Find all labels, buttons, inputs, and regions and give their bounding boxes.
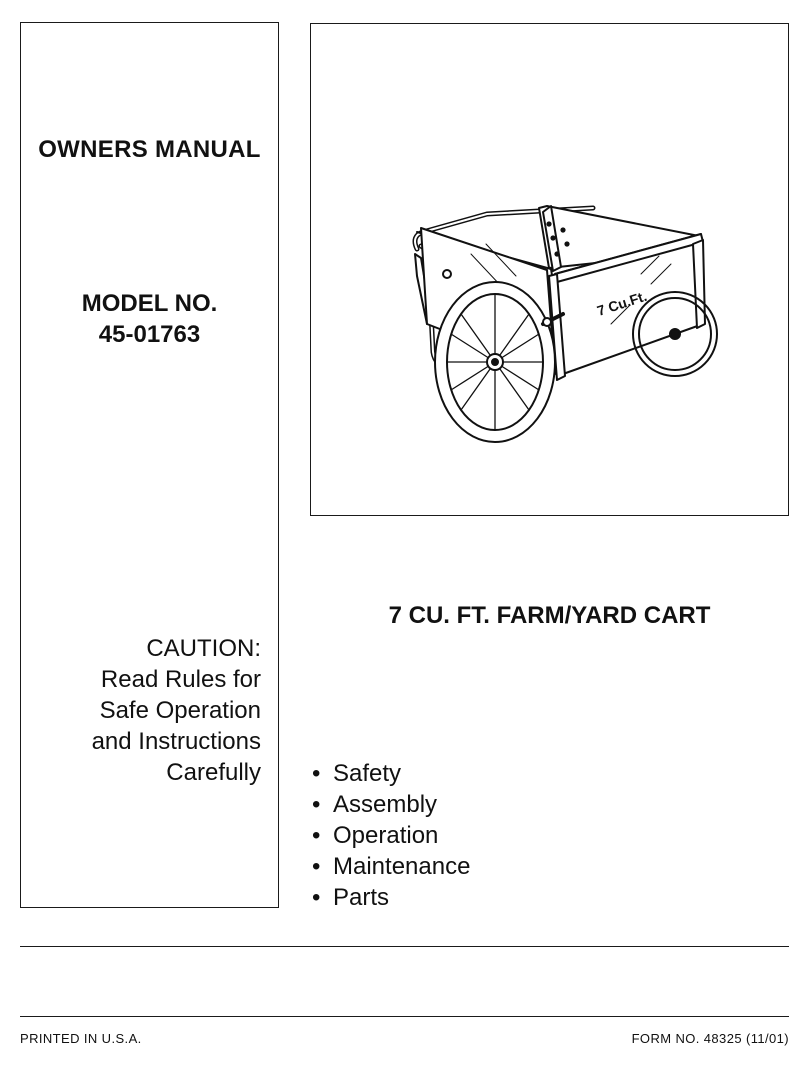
bullet-icon: •: [312, 853, 321, 880]
bullet-icon: •: [312, 822, 321, 849]
model-number: 45-01763: [98, 321, 201, 348]
printed-in-label: PRINTED IN U.S.A.: [20, 1031, 142, 1046]
list-item: • Maintenance: [312, 851, 470, 882]
list-item: • Operation: [312, 820, 470, 851]
caution-line: Safe Operation: [99, 697, 261, 724]
topic-label: Parts: [333, 884, 390, 911]
topic-label: Operation: [333, 822, 439, 849]
form-number: FORM NO. 48325 (11/01): [631, 1031, 789, 1046]
product-image-frame: 7 Cu.Ft.: [310, 23, 789, 516]
bullet-icon: •: [312, 791, 321, 818]
topic-label: Safety: [333, 760, 402, 787]
bullet-icon: •: [312, 760, 321, 787]
product-title: 7 CU. FT. FARM/YARD CART: [388, 602, 711, 629]
model-block: MODEL NO. 45-01763: [21, 288, 278, 350]
model-label: MODEL NO.: [81, 290, 218, 317]
list-item: • Assembly: [312, 789, 470, 820]
caution-line: Carefully: [166, 759, 261, 786]
caution-line: and Instructions: [91, 728, 261, 755]
left-info-panel: OWNERS MANUAL MODEL NO. 45-01763 CAUTION…: [20, 22, 279, 908]
cart-illustration-icon: 7 Cu.Ft.: [412, 205, 718, 443]
topic-label: Assembly: [333, 791, 438, 818]
manual-title: OWNERS MANUAL: [38, 136, 261, 163]
topic-list: • Safety • Assembly • Operation • Maintenanc…: [312, 758, 470, 913]
caution-line: Read Rules for: [100, 666, 261, 693]
caution-block: CAUTION: Read Rules for Safe Operation a…: [92, 633, 261, 788]
bullet-icon: •: [312, 884, 321, 911]
divider: [20, 946, 789, 947]
divider: [20, 1016, 789, 1017]
topic-label: Maintenance: [333, 853, 471, 880]
caution-line: CAUTION:: [146, 635, 261, 662]
list-item: • Parts: [312, 882, 470, 913]
list-item: • Safety: [312, 758, 470, 789]
